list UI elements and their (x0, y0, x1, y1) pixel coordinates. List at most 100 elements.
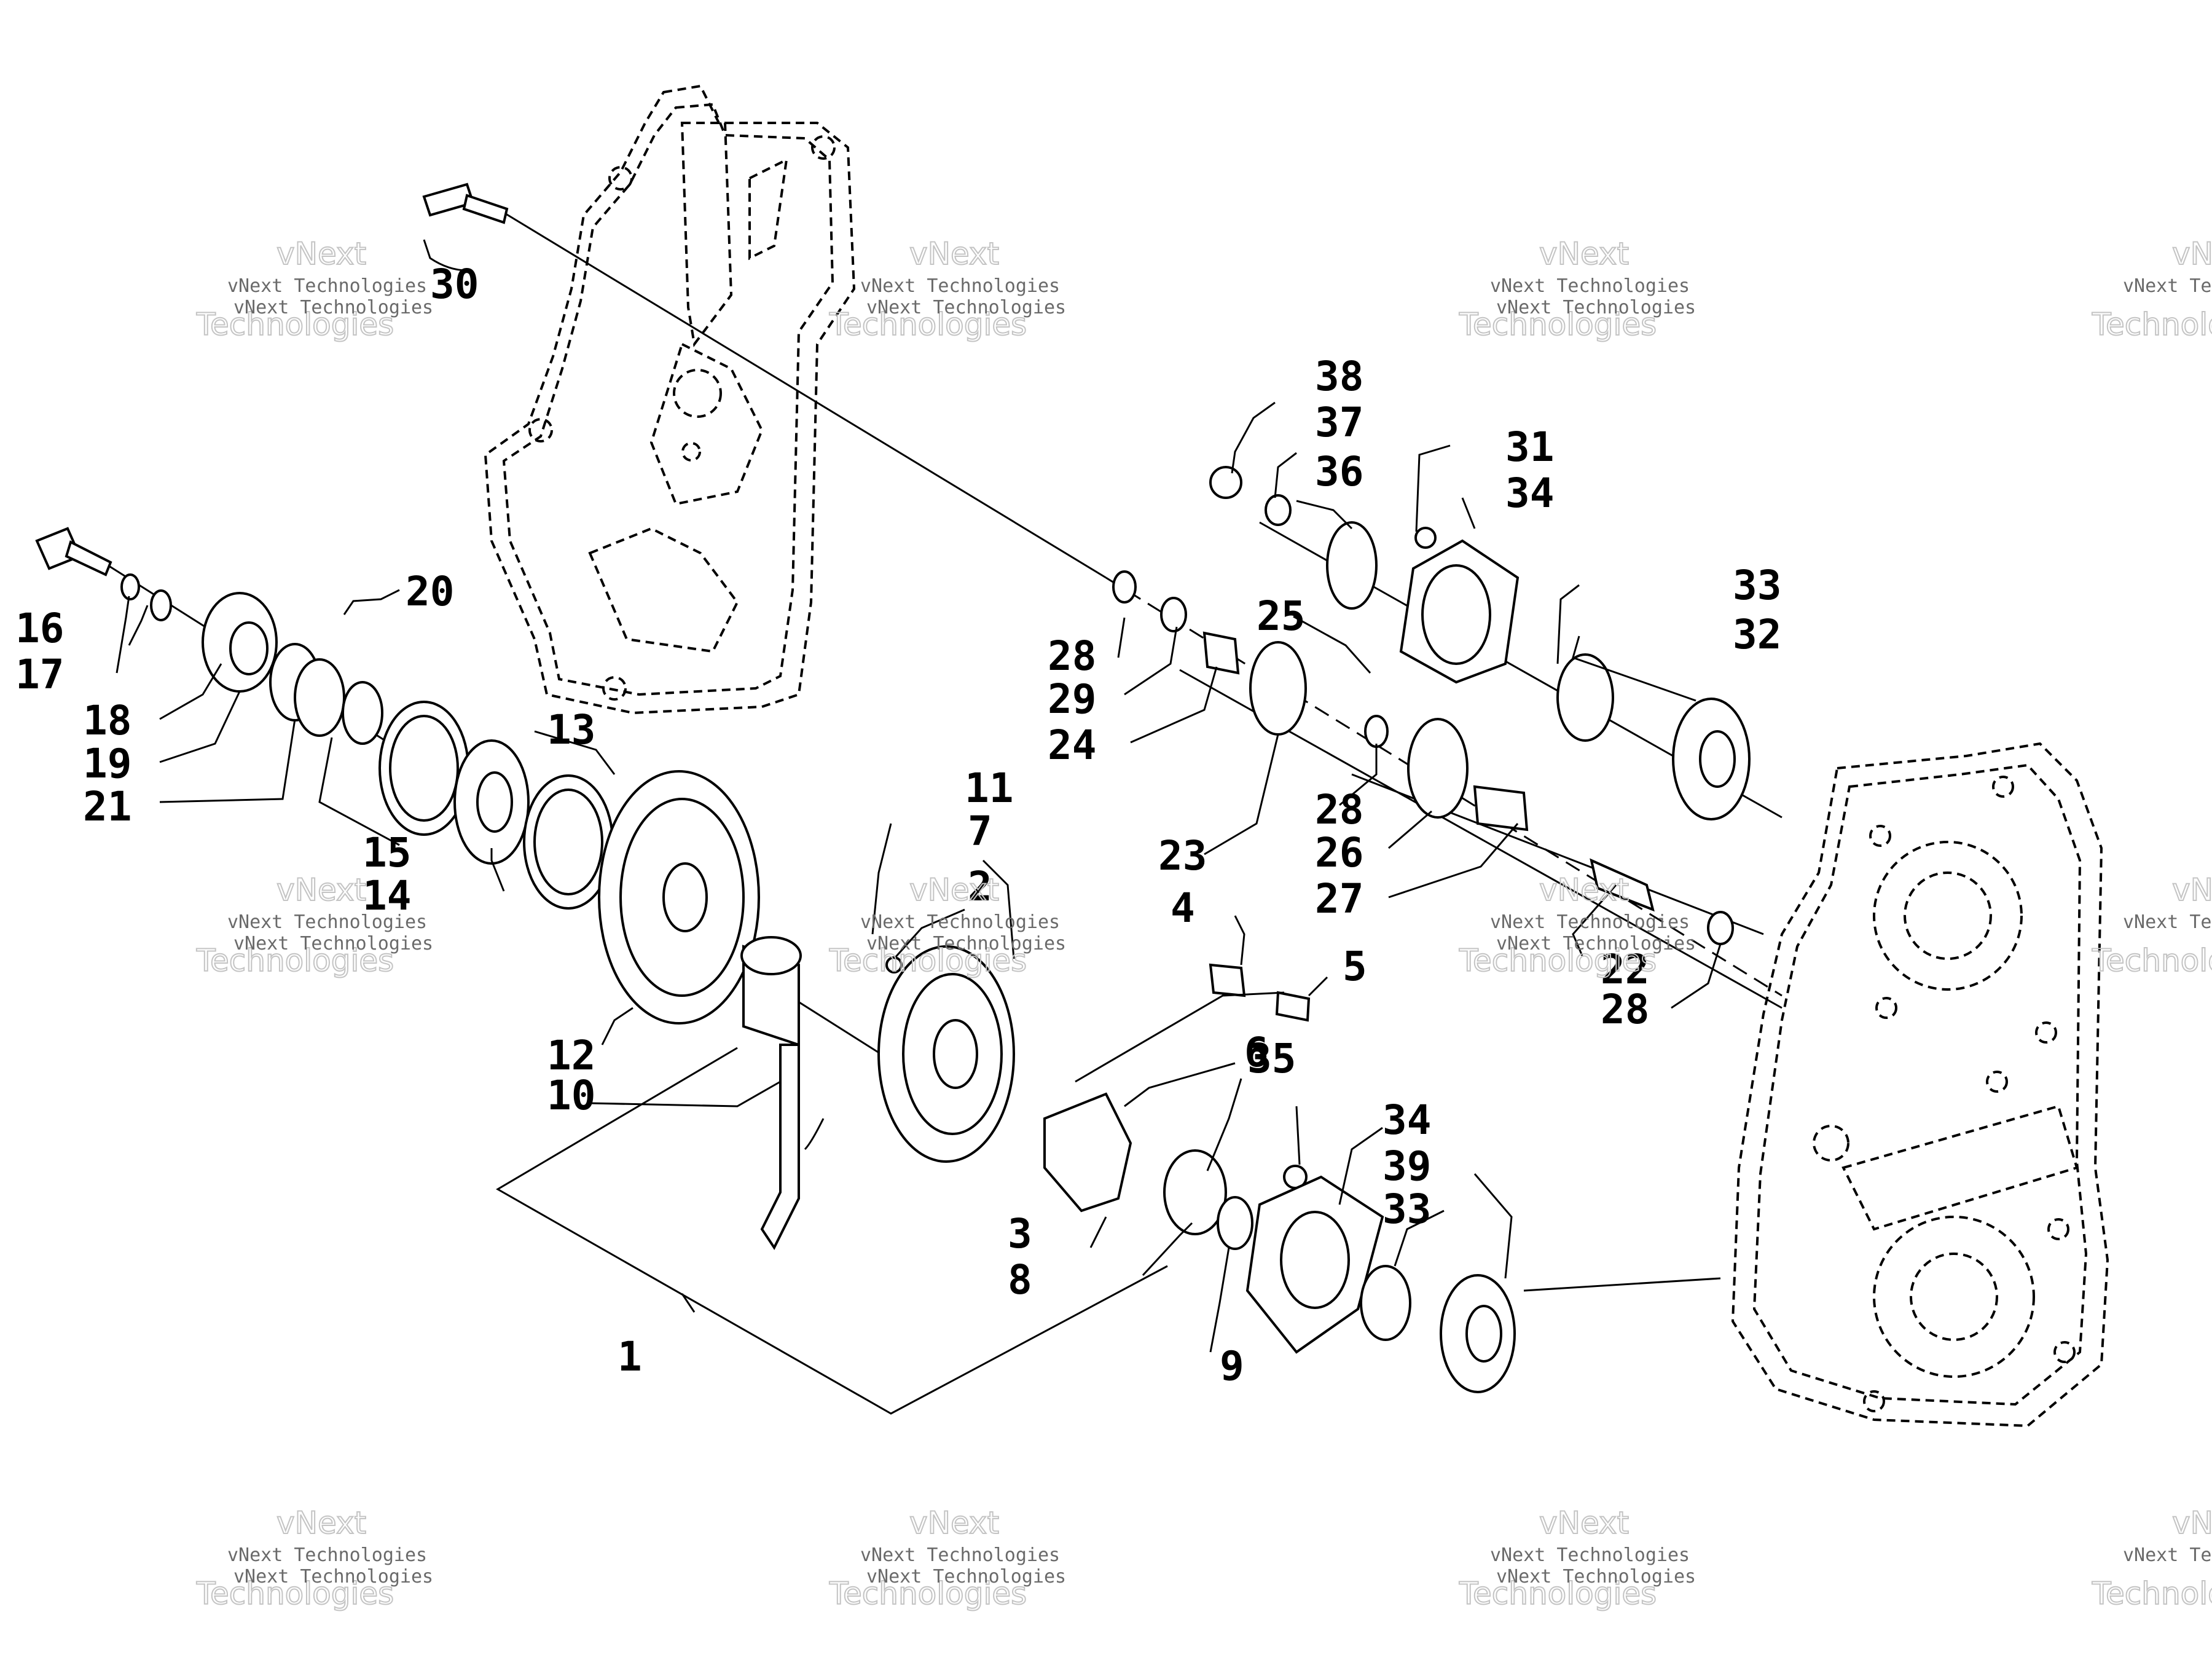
label-37: 37 (1315, 399, 1363, 446)
label-15: 15 (363, 829, 411, 876)
label-39: 39 (1382, 1143, 1431, 1190)
svg-text:vNext Technologies: vNext Technologies (2123, 1544, 2212, 1566)
watermarks: vNext vNext Technologies Technologies vN… (195, 235, 2212, 1612)
chain-10 (760, 1044, 800, 1250)
svg-text:Technologies: Technologies (1459, 943, 1657, 978)
needle-bearing-8 (1163, 1149, 1227, 1235)
svg-text:vNext: vNext (909, 236, 999, 272)
oring-33-b (1360, 1265, 1411, 1341)
label-26: 26 (1315, 829, 1363, 876)
label-10: 10 (547, 1072, 595, 1119)
label-28-a: 28 (1048, 632, 1096, 680)
bearing-27 (1473, 785, 1529, 832)
lockwasher-17 (120, 573, 140, 600)
svg-text:vNext: vNext (909, 872, 999, 908)
svg-text:vNext: vNext (2172, 1505, 2212, 1541)
label-11: 11 (965, 765, 1013, 812)
label-12: 12 (547, 1032, 595, 1079)
svg-text:vNext Technologies: vNext Technologies (1496, 933, 1696, 954)
svg-text:vNext: vNext (2172, 872, 2212, 908)
washer-28-a (1112, 570, 1137, 604)
svg-text:vNext Technologies: vNext Technologies (866, 933, 1066, 954)
label-34-b: 34 (1382, 1096, 1431, 1144)
label-19: 19 (83, 740, 131, 787)
label-31: 31 (1505, 423, 1554, 471)
shaft-22 (1590, 858, 1655, 912)
svg-text:Technologies: Technologies (2092, 307, 2212, 342)
svg-text:Technologies: Technologies (829, 307, 1027, 342)
washer-37 (1265, 494, 1292, 526)
washer-28-c (1707, 911, 1734, 945)
label-1: 1 (618, 1333, 642, 1380)
label-33-b: 33 (1382, 1186, 1431, 1233)
svg-text:vNext: vNext (1539, 1505, 1629, 1541)
chain-case-cover (484, 84, 856, 715)
leader-lines (116, 239, 1722, 1415)
svg-text:vNext Technologies: vNext Technologies (233, 1566, 433, 1587)
washer-9 (1217, 1196, 1253, 1250)
label-27: 27 (1315, 875, 1363, 922)
svg-text:vNext Technologies: vNext Technologies (233, 297, 433, 318)
label-35: 35 (1247, 1035, 1296, 1082)
svg-text:Technologies: Technologies (196, 943, 394, 978)
svg-text:vNext Technologies: vNext Technologies (860, 1544, 1060, 1566)
washer-18 (150, 589, 172, 621)
bearing-24 (1202, 631, 1240, 675)
label-28-b: 28 (1315, 786, 1363, 833)
label-21: 21 (83, 783, 131, 830)
svg-text:vNext Technologies: vNext Technologies (1490, 911, 1690, 933)
svg-text:vNext: vNext (909, 1505, 999, 1541)
svg-text:vNext Technologies: vNext Technologies (227, 275, 427, 297)
label-7: 7 (968, 808, 992, 855)
washer-29 (1160, 597, 1187, 632)
label-29: 29 (1048, 675, 1096, 723)
svg-text:vNext Technologies: vNext Technologies (860, 275, 1060, 297)
callout-labels: 1 2 3 4 5 6 7 8 9 10 11 12 13 14 15 16 1… (15, 261, 1781, 1390)
label-32: 32 (1733, 611, 1781, 658)
label-34-a: 34 (1505, 470, 1554, 517)
svg-text:vNext Technologies: vNext Technologies (233, 933, 433, 954)
svg-text:vNext Technologies: vNext Technologies (860, 911, 1060, 933)
snap-ring-15 (342, 681, 383, 745)
label-17: 17 (15, 651, 64, 698)
label-23: 23 (1158, 832, 1207, 879)
svg-text:vNext: vNext (276, 1505, 366, 1541)
pin-4 (1209, 963, 1246, 997)
svg-text:vNext: vNext (1539, 872, 1629, 908)
label-6: 6 (1244, 1029, 1269, 1076)
label-3: 3 (1008, 1210, 1032, 1257)
svg-text:vNext Technologies: vNext Technologies (2123, 275, 2212, 297)
svg-text:vNext Technologies: vNext Technologies (866, 297, 1066, 318)
svg-text:vNext Technologies: vNext Technologies (1490, 1544, 1690, 1566)
label-18: 18 (83, 697, 131, 744)
svg-text:Technologies: Technologies (196, 1576, 394, 1611)
brake-hub-3 (1043, 1092, 1132, 1213)
label-2: 2 (968, 863, 992, 910)
svg-text:vNext: vNext (2172, 236, 2212, 272)
svg-text:vNext Technologies: vNext Technologies (866, 1566, 1066, 1587)
label-8: 8 (1008, 1256, 1032, 1304)
label-28-c: 28 (1601, 986, 1649, 1033)
svg-text:vNext Technologies: vNext Technologies (1496, 1566, 1696, 1587)
svg-text:vNext Technologies: vNext Technologies (2123, 911, 2212, 933)
nut-31 (1414, 527, 1437, 549)
label-16: 16 (15, 605, 64, 652)
svg-text:vNext: vNext (1539, 236, 1629, 272)
svg-text:Technologies: Technologies (1459, 1576, 1657, 1611)
gear-36 (1326, 521, 1378, 610)
label-22: 22 (1601, 946, 1649, 993)
label-30: 30 (430, 261, 479, 308)
label-33-a: 33 (1733, 562, 1781, 609)
label-14: 14 (363, 872, 411, 919)
washer-28-b (1364, 715, 1389, 748)
svg-text:Technologies: Technologies (2092, 1576, 2212, 1611)
label-13: 13 (547, 706, 595, 753)
gear-26 (1407, 718, 1469, 819)
label-38: 38 (1315, 353, 1363, 400)
label-9: 9 (1220, 1342, 1244, 1390)
svg-text:vNext Technologies: vNext Technologies (1490, 275, 1690, 297)
svg-text:Technologies: Technologies (829, 1576, 1027, 1611)
oring-33-a (1556, 653, 1614, 742)
label-20: 20 (406, 568, 454, 615)
